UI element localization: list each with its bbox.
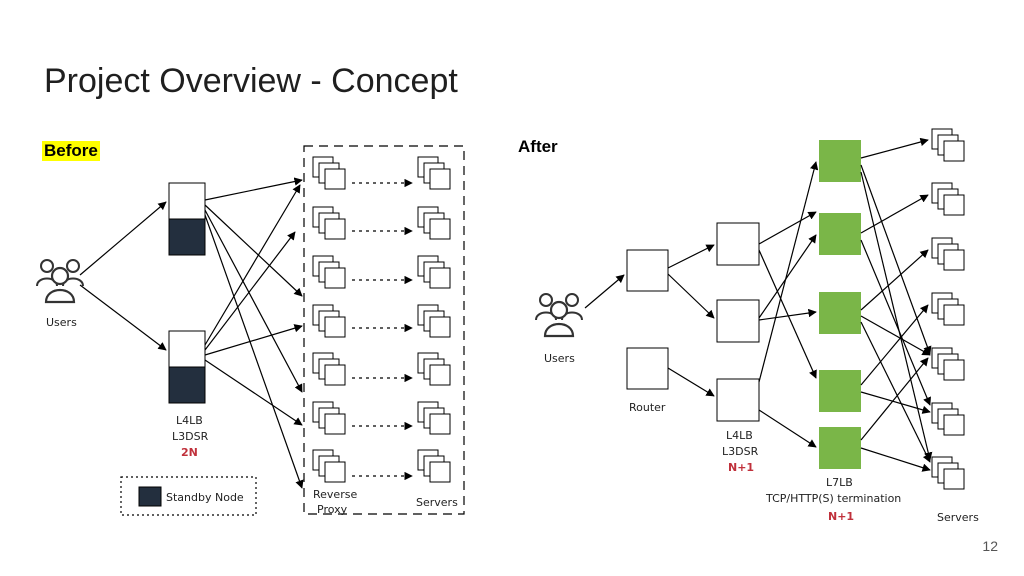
after-server-stack-5: [931, 347, 965, 381]
before-proxy-stack-3: [312, 255, 346, 289]
l7lb-node-3: [819, 292, 861, 334]
after-server-stack-3: [931, 237, 965, 271]
before-proxy-stack-4: [312, 304, 346, 338]
after-arrows: [584, 137, 933, 472]
after-l4lb-label-line1: L4LB: [726, 429, 753, 442]
after-server-stack-2: [931, 182, 965, 216]
l7lb-redundancy: N+1: [828, 510, 854, 523]
before-server-stack-7: [417, 449, 451, 483]
before-users-label: Users: [46, 316, 77, 329]
l7lb-node-5: [819, 427, 861, 469]
after-l4lb-node-2: [716, 299, 760, 343]
before-server-stack-4: [417, 304, 451, 338]
l7lb-node-1: [819, 140, 861, 182]
before-proxy-label-line1: Reverse: [313, 488, 357, 501]
after-server-stack-7: [931, 456, 965, 490]
before-lb-node-bottom: [168, 330, 206, 404]
before-server-stack-2: [417, 206, 451, 240]
standby-node-swatch: [138, 486, 162, 507]
before-user-arrows: [79, 201, 167, 351]
after-server-stack-6: [931, 402, 965, 436]
before-proxy-label-line2: Proxy: [317, 503, 348, 516]
after-server-stack-1: [931, 128, 965, 162]
before-lb-proxy-arrows: [204, 177, 304, 489]
router-node-1: [626, 249, 669, 292]
before-proxy-stack-5: [312, 352, 346, 386]
before-server-stack-5: [417, 352, 451, 386]
l7lb-label-line2: TCP/HTTP(S) termination: [765, 492, 901, 505]
before-proxy-stack-6: [312, 401, 346, 435]
router-label: Router: [629, 401, 666, 414]
before-proxy-server-arrows: [352, 178, 413, 481]
before-lb-label-line2: L3DSR: [172, 430, 209, 443]
page-number: 12: [982, 538, 998, 554]
before-proxy-stack-1: [312, 156, 346, 190]
after-servers-label: Servers: [937, 511, 979, 524]
before-lb-redundancy: 2N: [181, 446, 198, 459]
legend-label: Standby Node: [166, 491, 244, 504]
l7lb-node-2: [819, 213, 861, 255]
before-users-icon: [35, 258, 85, 304]
before-server-stack-1: [417, 156, 451, 190]
router-node-2: [626, 347, 669, 390]
before-server-stack-3: [417, 255, 451, 289]
slide-title: Project Overview - Concept: [44, 62, 458, 100]
before-proxy-stack-2: [312, 206, 346, 240]
before-label: Before: [42, 141, 100, 161]
after-l4lb-node-3: [716, 378, 760, 422]
before-lb-label-line1: L4LB: [176, 414, 203, 427]
before-proxy-container: [303, 145, 465, 515]
before-lb-node-top: [168, 182, 206, 256]
after-l4lb-node-1: [716, 222, 760, 266]
after-label: After: [518, 137, 558, 156]
before-proxy-stack-7: [312, 449, 346, 483]
after-l4lb-label-line2: L3DSR: [722, 445, 759, 458]
l7lb-node-4: [819, 370, 861, 412]
after-l4lb-redundancy: N+1: [728, 461, 754, 474]
after-users-label: Users: [544, 352, 575, 365]
l7lb-label-line1: L7LB: [826, 476, 853, 489]
legend-box: [120, 476, 257, 516]
after-users-icon: [534, 292, 584, 338]
before-servers-label: Servers: [416, 496, 458, 509]
before-server-stack-6: [417, 401, 451, 435]
after-server-stack-4: [931, 292, 965, 326]
